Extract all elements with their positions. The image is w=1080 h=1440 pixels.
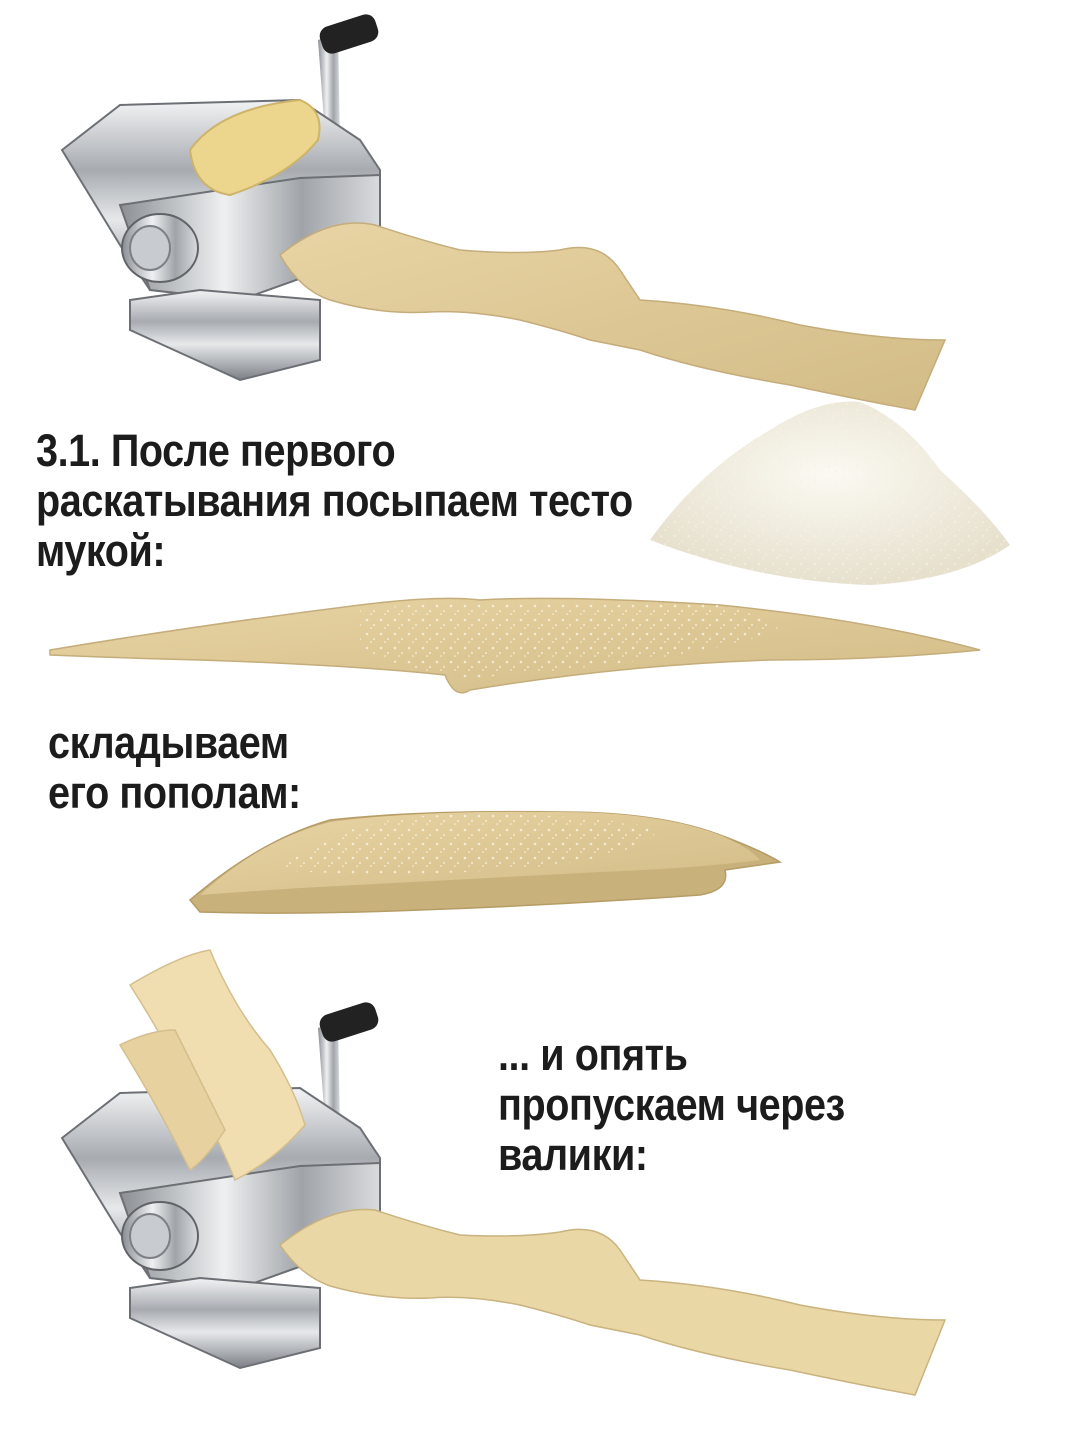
dough-sheet-folded xyxy=(188,810,783,914)
dough-sheet-top xyxy=(279,222,947,411)
pasta-machine-bottom xyxy=(60,949,381,1370)
step2-line2: его пополам: xyxy=(48,767,301,818)
step1-line3: мукой: xyxy=(36,525,166,576)
step3-caption: ... и опять пропускаем через валики: xyxy=(498,1030,845,1180)
step2-line1: складываем xyxy=(48,717,289,768)
step1-caption: 3.1. После первого раскатывания посыпаем… xyxy=(36,426,633,576)
step3-line1: ... и опять xyxy=(498,1029,688,1080)
step1-line1: 3.1. После первого xyxy=(36,425,396,476)
step3-line3: валики: xyxy=(498,1129,648,1180)
step1-line2: раскатывания посыпаем тесто xyxy=(36,475,633,526)
dough-sheet-bottom xyxy=(278,1208,947,1396)
dough-sheet-floured xyxy=(49,597,981,694)
pasta-machine-top xyxy=(60,14,381,382)
step2-caption: складываем его пополам: xyxy=(48,718,301,818)
step3-line2: пропускаем через xyxy=(498,1079,845,1130)
flour-pile-icon xyxy=(650,401,1010,585)
